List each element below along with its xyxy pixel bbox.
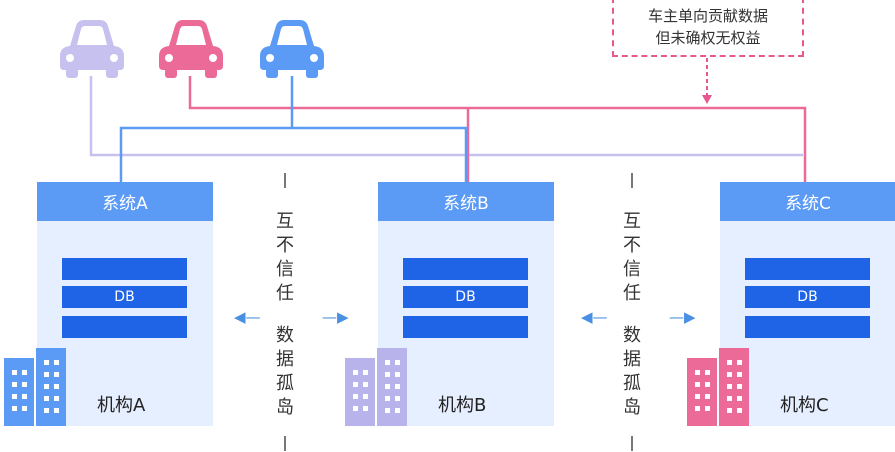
db-bar-top [745, 258, 870, 280]
db-bar-bottom [403, 316, 528, 338]
separator-label-2: 互不信任数据孤岛 [623, 211, 641, 418]
separator-tick-bottom [284, 436, 286, 451]
system-panel-a: 系统A DB 机构A [37, 182, 213, 426]
org-label-b: 机构B [438, 395, 487, 416]
system-panel-c: 系统C DB 机构C [720, 182, 895, 426]
db-bar-label: DB [62, 286, 187, 308]
db-bar-label: DB [403, 286, 528, 308]
arrow-right-icon: —▶ [669, 308, 696, 326]
system-panel-b: 系统B DB 机构B [378, 182, 554, 426]
separator-label-1: 互不信任数据孤岛 [276, 211, 294, 418]
separator-tick-top [631, 173, 633, 188]
db-bar-top [403, 258, 528, 280]
org-label-c: 机构C [780, 395, 829, 416]
owner-data-note: 车主单向贡献数据 但未确权无权益 [612, 0, 804, 57]
car-icon-pink [159, 20, 223, 78]
arrow-right-icon: —▶ [322, 308, 349, 326]
separator-tick-bottom [631, 436, 633, 451]
building-icon-blue [4, 348, 66, 426]
note-arrow-head [702, 95, 712, 104]
system-title-c: 系统C [720, 182, 895, 221]
arrow-left-icon: ◀— [234, 308, 261, 326]
note-line-2: 但未确权无权益 [655, 29, 761, 47]
separator-tick-top [284, 173, 286, 188]
lavender-car-line [89, 76, 803, 157]
pink-car-line [188, 76, 807, 183]
db-bar-top [62, 258, 187, 280]
blue-branch [119, 126, 468, 183]
org-label-a: 机构A [97, 395, 146, 416]
car-icon-lavender [60, 20, 124, 78]
note-line-1: 车主单向贡献数据 [647, 7, 768, 25]
arrow-left-icon: ◀— [581, 308, 608, 326]
db-bar-bottom [62, 316, 187, 338]
db-bar-bottom [745, 316, 870, 338]
system-title-a: 系统A [37, 182, 213, 221]
building-icon-pink [687, 348, 749, 426]
system-title-b: 系统B [378, 182, 554, 221]
building-icon-lavender [345, 348, 407, 426]
db-bar-label: DB [745, 286, 870, 308]
car-icon-blue [260, 20, 324, 78]
